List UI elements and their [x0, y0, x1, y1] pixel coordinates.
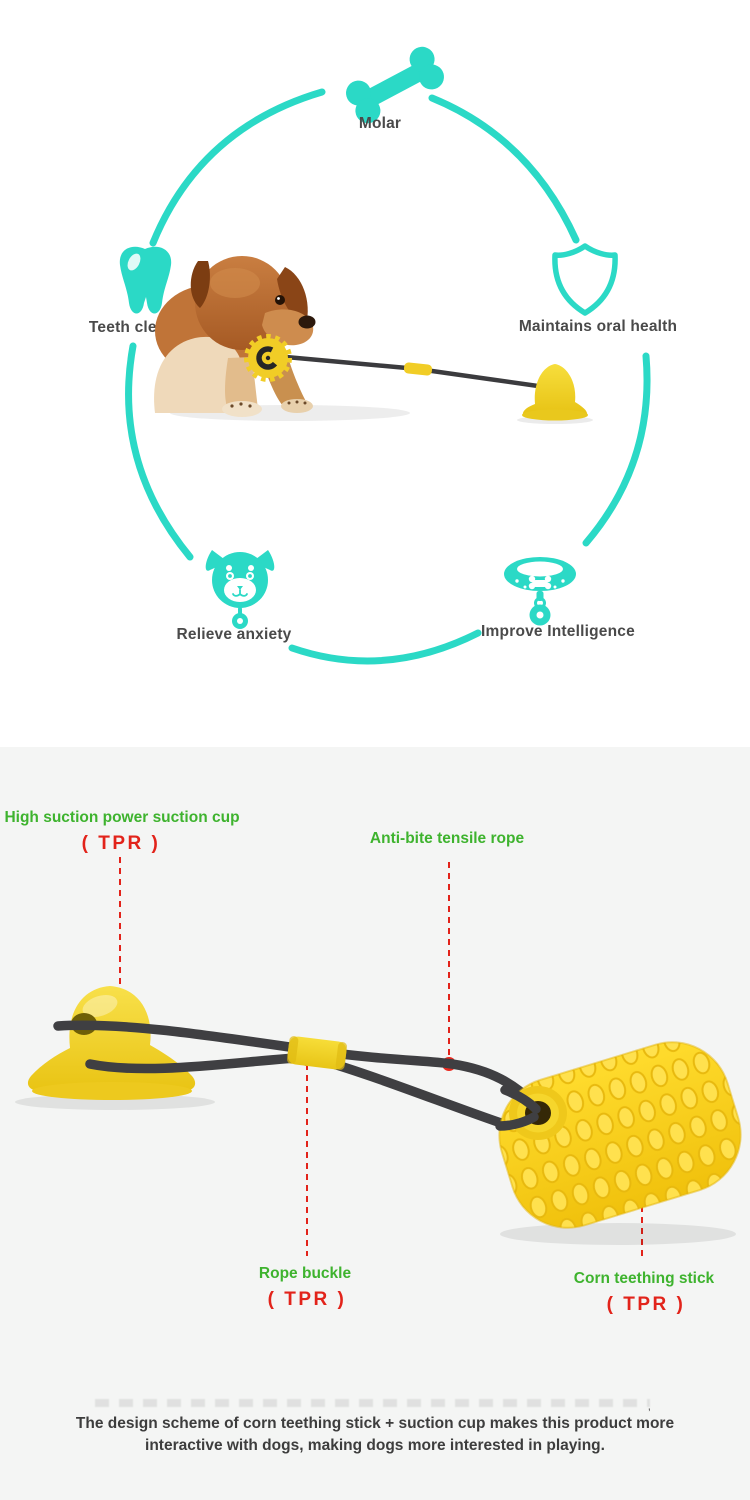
callout-corn-title: Corn teething stick [573, 1270, 715, 1287]
dog-face-icon [205, 550, 275, 629]
callout-corn-material: ( TPR ) [606, 1294, 686, 1315]
rope-buckle [287, 1036, 347, 1070]
callout-rope-title: Anti-bite tensile rope [369, 830, 525, 847]
collar-icon [504, 557, 576, 626]
leader-line-suction-cup [119, 857, 121, 995]
tooth-icon [119, 246, 172, 314]
faint-watermark-text [95, 1399, 650, 1407]
callout-suction-cup-title: High suction power suction cup [4, 809, 240, 826]
footer-line-1: The design scheme of corn teething stick… [75, 1415, 675, 1432]
leader-line-buckle [306, 1064, 308, 1256]
dog-nose [298, 315, 316, 329]
benefits-circle-diagram [119, 46, 651, 665]
puppy-playing-photo [154, 256, 593, 424]
bone-icon [346, 46, 444, 124]
callout-buckle-material: ( TPR ) [267, 1289, 347, 1310]
benefit-label-molar: Molar [358, 115, 402, 132]
corn-teething-stick [498, 1041, 742, 1229]
product-photo [15, 986, 742, 1245]
callout-suction-cup-material: ( TPR ) [81, 833, 161, 854]
leader-line-rope [448, 862, 450, 1058]
benefit-label-improve-intelligence: Improve Intelligence [481, 623, 635, 640]
circle-arcs [125, 88, 651, 665]
gear-toy [244, 334, 292, 382]
benefit-label-relieve-anxiety: Relieve anxiety [176, 626, 292, 643]
dog-ear-far [190, 261, 210, 308]
shield-icon [552, 243, 618, 316]
footer-stray-mark: ’ [648, 1406, 651, 1420]
callout-buckle-title: Rope buckle [258, 1265, 352, 1282]
benefit-label-oral-health: Maintains oral health [518, 318, 678, 335]
footer-description: The design scheme of corn teething stick… [0, 1413, 750, 1457]
dog-ear-near [277, 267, 308, 325]
suction-cup [27, 986, 196, 1100]
dog-eye [275, 295, 285, 305]
footer-line-2: interactive with dogs, making dogs more … [145, 1437, 605, 1454]
rope-buckle-small [403, 362, 433, 376]
suction-cup-small [517, 364, 593, 424]
